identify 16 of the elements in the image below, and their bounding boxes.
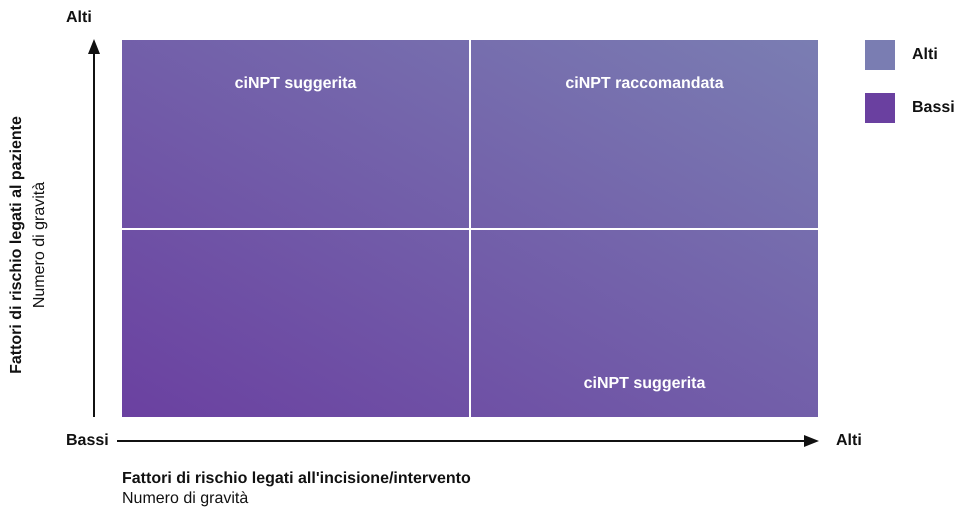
quadrant-label: ciNPT suggerita	[584, 374, 706, 392]
y-axis-subtitle: Numero di gravità	[31, 182, 49, 308]
quadrant-box	[122, 40, 469, 228]
quadrant-label: ciNPT raccomandata	[565, 75, 724, 93]
axis-end-label: Alti	[836, 432, 862, 450]
axis-end-label: Alti	[66, 9, 92, 27]
quadrant-box	[122, 230, 469, 417]
quadrant-box	[471, 230, 818, 417]
x-axis-subtitle: Numero di gravità	[122, 490, 248, 508]
quadrant-label: ciNPT suggerita	[234, 75, 356, 93]
quadrant-box	[471, 40, 818, 228]
y-axis-title: Fattori di rischio legati al paziente	[8, 116, 26, 374]
axis-end-label: Bassi	[66, 432, 109, 450]
x-axis-title: Fattori di rischio legati all'incisione/intervento	[122, 470, 471, 488]
legend-label: Bassi	[912, 99, 955, 117]
legend-label: Alti	[912, 46, 938, 64]
